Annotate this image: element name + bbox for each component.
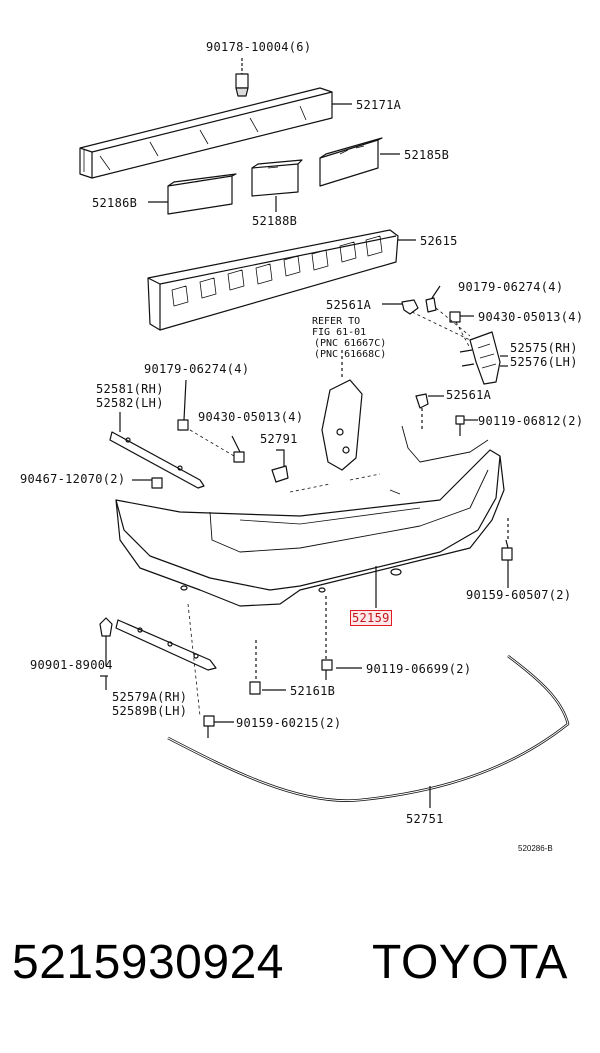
bolt-90178 — [235, 58, 249, 97]
label-52171a: 52171A — [356, 98, 402, 112]
label-52561a-top: 52561A — [326, 298, 372, 312]
clip-90901 — [99, 617, 113, 666]
screw-90119-top — [455, 415, 476, 436]
clip-90467 — [140, 477, 163, 489]
label-52615: 52615 — [420, 234, 458, 248]
label-52561a-mid: 52561A — [446, 388, 492, 402]
bumper-exploded-diagram — [79, 58, 570, 808]
reinforcement-beam — [79, 87, 333, 179]
label-52751: 52751 — [406, 812, 444, 826]
screw-90179-left — [177, 379, 189, 431]
footer: 5215930924 TOYOTA — [0, 935, 600, 1005]
clip-52561a-top — [382, 297, 437, 315]
label-52161b: 52161B — [290, 684, 336, 698]
label-52576: 52576(LH) — [510, 355, 578, 369]
label-52575: 52575(RH) — [510, 341, 578, 355]
label-90178: 90178-10004(6) — [206, 40, 312, 54]
label-90159-right: 90159-60507(2) — [466, 588, 572, 602]
figure-code: 520286-B — [518, 844, 553, 853]
label-52188b: 52188B — [252, 214, 298, 228]
refer-note-line2: FIG 61-01 — [312, 327, 367, 338]
label-52159-highlighted: 52159 — [350, 610, 392, 626]
label-90179-left: 90179-06274(4) — [144, 362, 250, 376]
label-90430-top: 90430-05013(4) — [478, 310, 584, 324]
label-52582: 52582(LH) — [96, 396, 164, 410]
screw-90159-right — [501, 518, 513, 561]
bracket-52575 — [459, 331, 501, 385]
absorber-52185b — [319, 137, 383, 187]
clip-52561a-mid — [415, 393, 444, 430]
label-90430-left: 90430-05013(4) — [198, 410, 304, 424]
bolt-52161b — [249, 640, 261, 695]
label-90119-top: 90119-06812(2) — [478, 414, 584, 428]
label-90119-lower: 90119-06699(2) — [366, 662, 472, 676]
part-number: 5215930924 — [12, 936, 284, 989]
label-52791: 52791 — [260, 432, 298, 446]
lower-retainer-52579 — [115, 619, 217, 671]
screw-90159-lower — [187, 603, 215, 738]
refer-note-line3: (PNC 61667C) — [314, 338, 387, 349]
cap-52791 — [271, 449, 289, 483]
energy-absorber-52615 — [147, 229, 399, 331]
absorber-52186b — [167, 173, 237, 215]
label-90179-top: 90179-06274(4) — [458, 280, 564, 294]
label-52579a: 52579A(RH) — [112, 690, 188, 704]
absorber-52188b — [251, 159, 303, 212]
label-90467: 90467-12070(2) — [20, 472, 126, 486]
label-52186b: 52186B — [92, 196, 138, 210]
label-90159-lower: 90159-60215(2) — [236, 716, 342, 730]
side-retainer — [321, 350, 363, 471]
bumper-cover-52159 — [115, 425, 505, 607]
label-52589b: 52589B(LH) — [112, 704, 188, 718]
label-52185b: 52185B — [404, 148, 450, 162]
refer-note-line4: (PNC 61668C) — [314, 349, 387, 360]
label-90901: 90901-89004 — [30, 658, 113, 672]
moulding-52751 — [167, 654, 570, 808]
brand-name: TOYOTA — [372, 936, 568, 989]
label-52581: 52581(RH) — [96, 382, 164, 396]
screw-90119-lower — [321, 659, 333, 680]
nut-90430-left — [189, 429, 245, 463]
refer-note-line1: REFER TO — [312, 316, 361, 327]
extension-52581 — [109, 431, 205, 489]
nut-90430-top — [449, 311, 474, 323]
